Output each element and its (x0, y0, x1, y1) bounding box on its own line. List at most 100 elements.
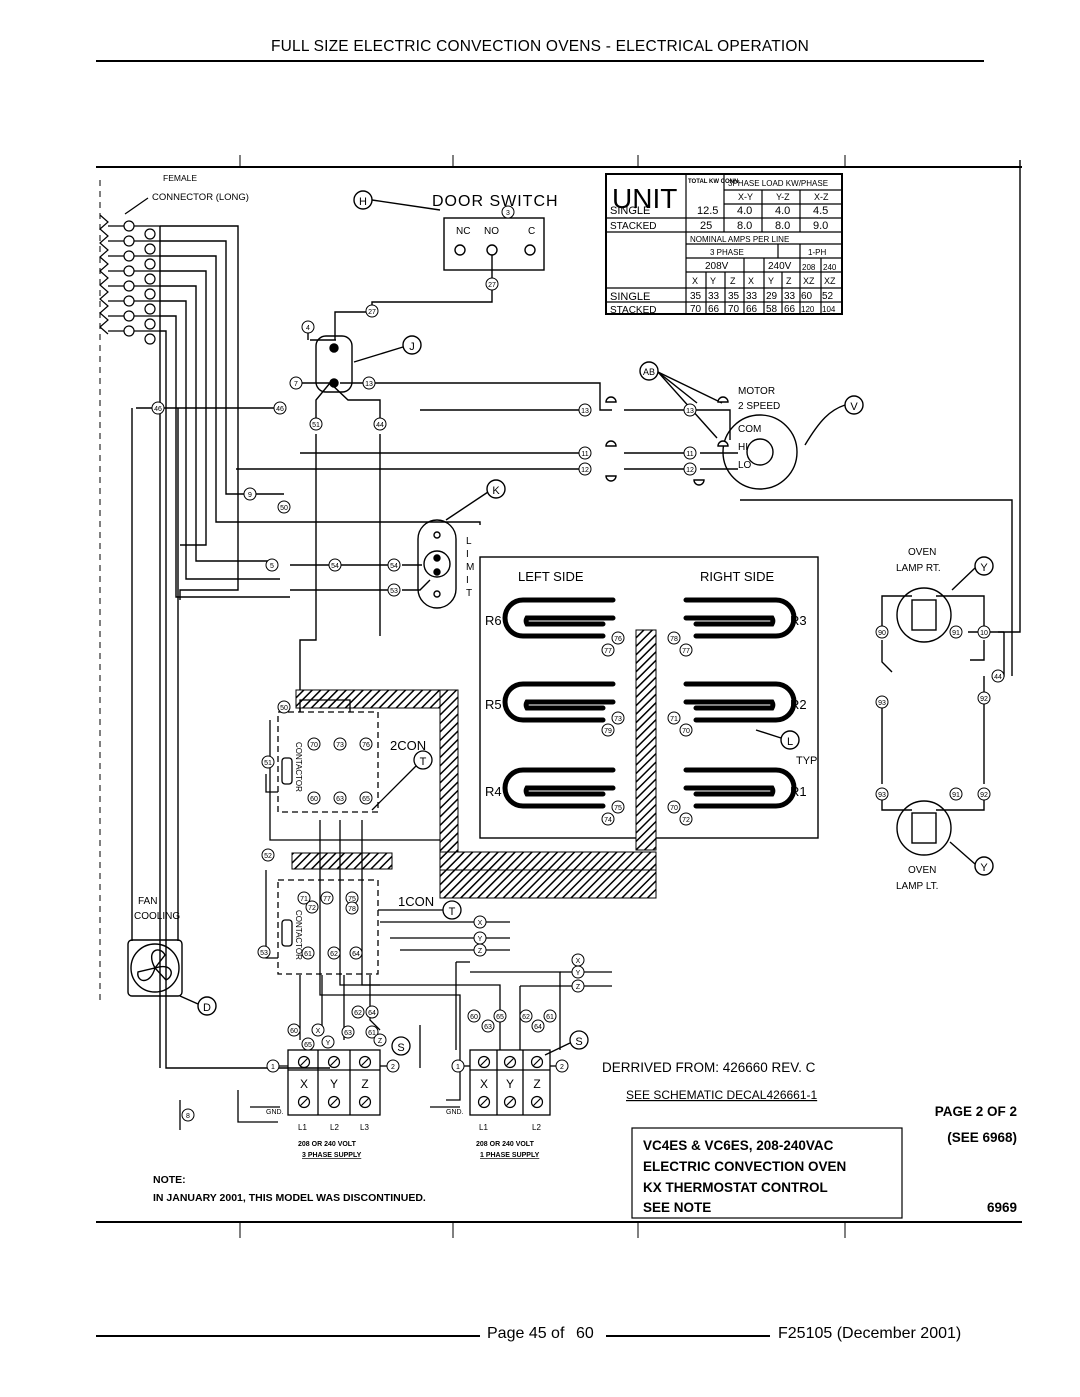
terminal-screw (297, 1055, 311, 1069)
wire-number: 92 (980, 696, 988, 703)
heating-coil (502, 767, 616, 809)
wire-number-tag (679, 723, 693, 737)
wire-number: 74 (604, 817, 612, 824)
wire-number-tag (667, 800, 681, 814)
wire-number: 11 (686, 451, 693, 458)
footer-rule-left (96, 1335, 480, 1337)
wire-number: 8 (186, 1113, 190, 1120)
stacked-amp-value: 66 (708, 304, 720, 315)
wire-number: Z (478, 948, 483, 955)
wire-number-tag (387, 558, 401, 572)
connector-pin-tag (123, 325, 135, 337)
female-connector: FEMALE CONNECTOR (LONG) (99, 173, 249, 345)
element-coils (502, 597, 797, 809)
wire-number: 78 (670, 636, 678, 643)
line-l3: L3 (360, 1123, 369, 1132)
element-r4: R4 (485, 784, 502, 799)
callout-k-letter: K (492, 485, 500, 497)
wire-number-tag (273, 401, 287, 415)
terminal-screw (503, 1055, 517, 1069)
wire-number-tag (261, 755, 275, 769)
gnd-1ph: GND. (446, 1109, 464, 1116)
term-x-3ph: X (300, 1077, 308, 1091)
heating-coil (502, 597, 616, 639)
wire-number-tag (151, 401, 165, 415)
callout-k (486, 479, 506, 499)
connector-pin-tag (123, 295, 135, 307)
wire-number-tag (501, 205, 515, 219)
connector-pin-tag (144, 333, 156, 345)
wire-number: 53 (260, 950, 268, 957)
wire-number: 44 (376, 422, 384, 429)
limit-letter: L (466, 536, 472, 547)
volt-240: 240V (768, 261, 792, 272)
wire-number: 90 (878, 630, 886, 637)
wire-number: 70 (670, 805, 678, 812)
wire-number: 75 (614, 805, 622, 812)
page-of-label: PAGE 2 OF 2 (935, 1104, 1017, 1119)
callout-ab (639, 361, 659, 381)
single-amp-value: 33 (708, 291, 720, 302)
wire-number-tag (309, 417, 323, 431)
volt-240-1ph: 240 (823, 263, 837, 272)
stacked-kw-value: 8.0 (775, 220, 790, 232)
wire-number-tag (977, 625, 991, 639)
wire-number: 71 (670, 716, 678, 723)
limit-letter: I (466, 575, 469, 586)
connector-pin-tag (144, 303, 156, 315)
wire-number-tag (307, 791, 321, 805)
connector-label-2: CONNECTOR (LONG) (152, 192, 249, 203)
wire-number-tag (266, 1059, 280, 1073)
wire-number: 61 (368, 1030, 376, 1037)
wire-number-tag (875, 625, 889, 639)
wire-number: 12 (686, 467, 694, 474)
wire-number-tag (349, 946, 363, 960)
stacked-kw-value: 9.0 (813, 220, 828, 232)
contact-no: NO (484, 226, 499, 237)
wire-number-tag (611, 711, 625, 725)
callout-t-2con-letter: T (420, 756, 427, 768)
callout-s-3ph-letter: S (397, 1042, 404, 1054)
note-text: IN JANUARY 2001, THIS MODEL WAS DISCONTI… (153, 1192, 426, 1204)
wire-number: 1 (271, 1064, 275, 1071)
amps-heading: NOMINAL AMPS PER LINE (690, 235, 789, 244)
amp-col: XZ (824, 276, 836, 286)
callout-v-letter: V (850, 401, 858, 413)
callout-y-rt (974, 556, 994, 576)
wire-number: 73 (614, 716, 622, 723)
wire-number: 50 (280, 505, 288, 512)
single-amp-value: 60 (801, 291, 813, 302)
wire-number: 65 (362, 796, 370, 803)
wire-number: 27 (368, 309, 376, 316)
stacked-amp-value: 58 (766, 304, 778, 315)
contactor-1-word: CONTACTOR (294, 910, 303, 960)
wire-number-tag (991, 669, 1005, 683)
wire-number: 64 (352, 951, 360, 958)
callout-h-letter: H (359, 196, 367, 208)
wire-number: 77 (323, 896, 331, 903)
wire-number: 72 (682, 817, 690, 824)
wire-number: 64 (534, 1024, 542, 1031)
wire-number-tag (555, 1059, 569, 1073)
single-amp-value: 29 (766, 291, 778, 302)
limit-letter: I (466, 549, 469, 560)
wire-number-tag (683, 462, 697, 476)
single-kw-value: 12.5 (697, 205, 718, 217)
callout-s-1ph (569, 1030, 589, 1050)
wire-number-tag (307, 737, 321, 751)
wire-number-tag (387, 583, 401, 597)
wire-number: Z (576, 984, 581, 991)
stacked-amp-value: 66 (784, 304, 796, 315)
single-amp-value: 33 (784, 291, 796, 302)
terminal-screw (327, 1055, 341, 1069)
wire-number: 62 (354, 1010, 362, 1017)
phase-3-head: 3 PHASE (710, 248, 744, 257)
wire-number-tag (578, 462, 592, 476)
wire-number: 92 (980, 792, 988, 799)
volt-208: 208V (705, 261, 729, 272)
connector-pin-tag (144, 228, 156, 240)
callout-j-letter: J (409, 341, 415, 353)
terminal-screw (477, 1095, 491, 1109)
wire-number-tag (386, 1059, 400, 1073)
header-rule (96, 60, 984, 62)
